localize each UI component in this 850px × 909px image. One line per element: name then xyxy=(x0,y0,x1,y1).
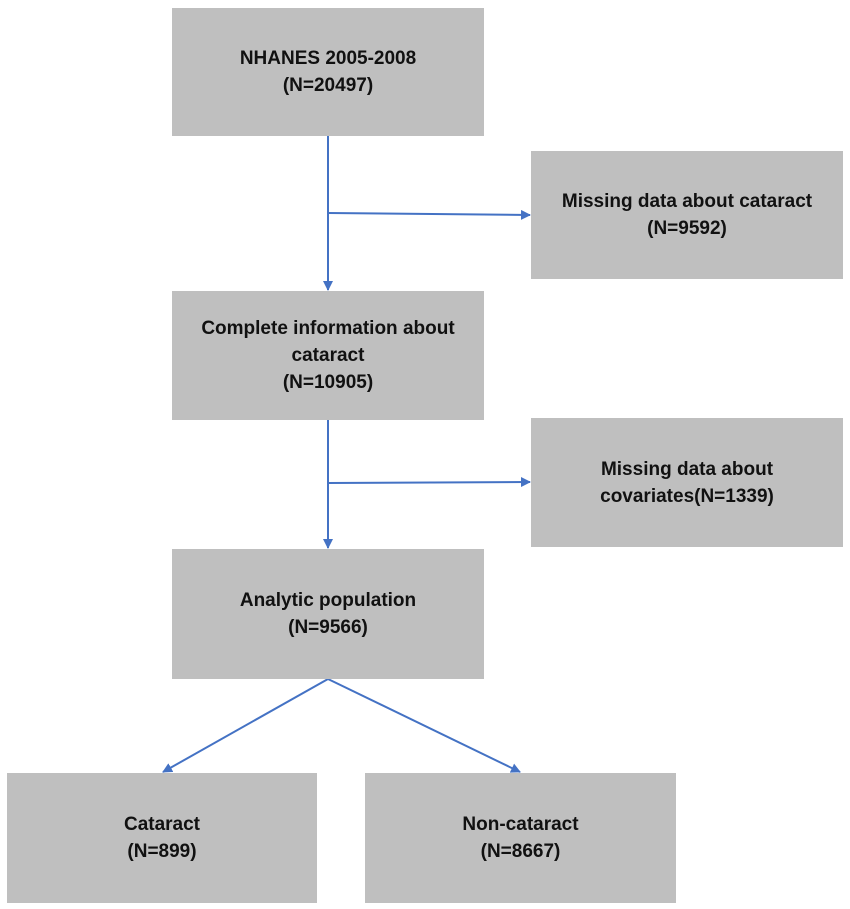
box-excl-cataract-line1: Missing data about cataract xyxy=(561,191,813,212)
box-excl-covariates-line2: covariates(N=1339) xyxy=(600,485,774,507)
box-analytic-line1: Analytic population xyxy=(239,590,417,611)
box-excl-covariates: Missing data about covariates(N=1339) xyxy=(531,418,843,547)
box-cataract-line2: (N=899) xyxy=(127,841,197,862)
box-analytic: Analytic population (N=9566) xyxy=(172,549,484,679)
box-complete-line1: Complete information about xyxy=(201,318,455,339)
arrow-to-excl-covariates xyxy=(327,477,531,488)
box-start-line1: NHANES 2005-2008 xyxy=(239,48,417,69)
arrow-analytic-to-non-cataract xyxy=(327,678,521,773)
box-complete: Complete information about cataract (N=1… xyxy=(172,291,484,420)
box-non-cataract-line1: Non-cataract xyxy=(462,814,579,835)
box-excl-covariates-line1: Missing data about xyxy=(600,458,774,480)
box-analytic-line2: (N=9566) xyxy=(288,617,368,638)
box-non-cataract-line2: (N=8667) xyxy=(480,841,561,862)
arrow-to-excl-cataract xyxy=(327,209,531,220)
box-start: NHANES 2005-2008 (N=20497) xyxy=(172,8,484,136)
box-start-line2: (N=20497) xyxy=(282,75,374,96)
box-excl-cataract-line2: (N=9592) xyxy=(647,218,727,239)
box-cataract: Cataract (N=899) xyxy=(7,773,317,903)
box-non-cataract: Non-cataract (N=8667) xyxy=(365,773,676,903)
box-cataract-line1: Cataract xyxy=(123,814,201,835)
box-complete-line2: cataract xyxy=(291,345,365,366)
arrow-analytic-to-cataract xyxy=(162,678,329,773)
box-complete-line3: (N=10905) xyxy=(282,372,374,393)
box-excl-cataract: Missing data about cataract (N=9592) xyxy=(531,151,843,279)
